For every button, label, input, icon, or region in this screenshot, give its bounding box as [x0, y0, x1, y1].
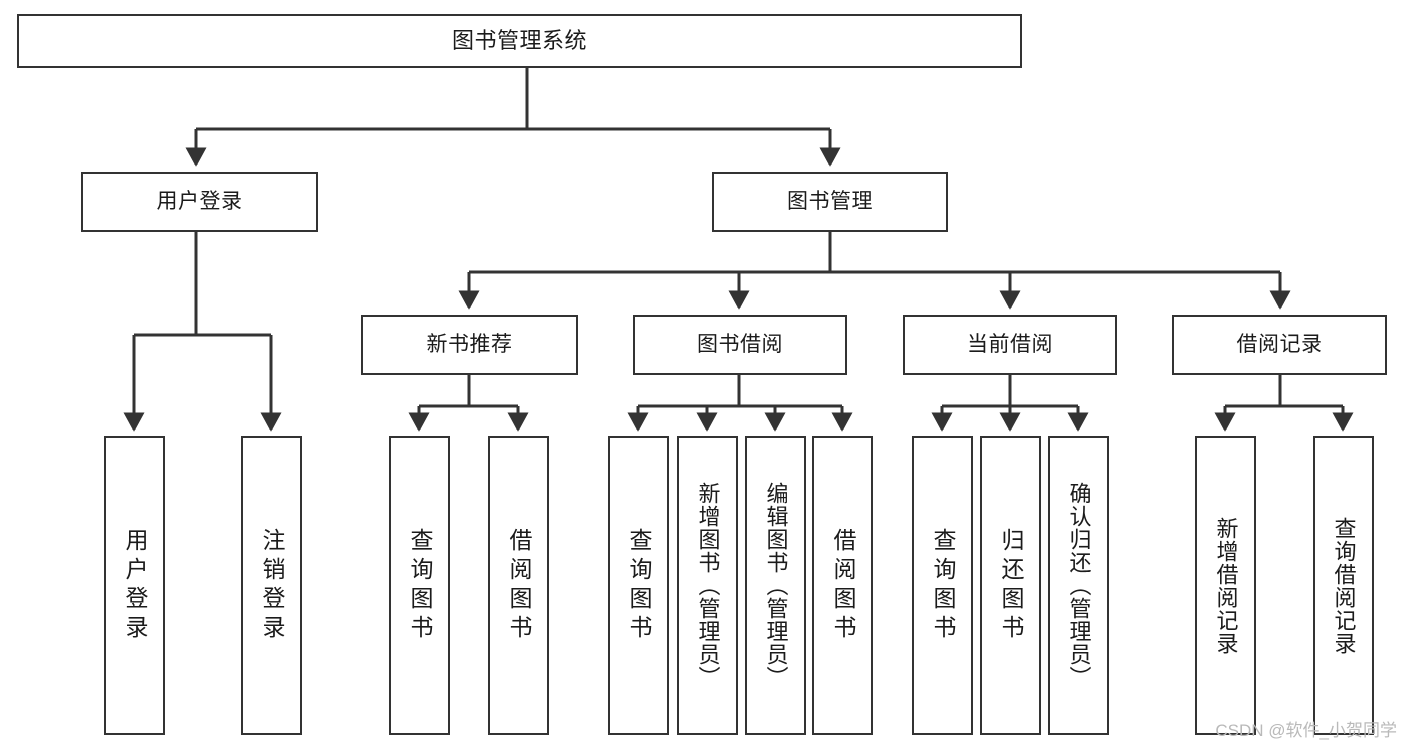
node-leaf-return-book[interactable]: 归还图书: [980, 436, 1041, 735]
node-leaf-borrow-book-2-label: 借阅图书: [830, 527, 856, 644]
node-leaf-query-book-3-label: 查询图书: [930, 527, 956, 644]
node-new-book-rec-label: 新书推荐: [426, 333, 513, 357]
node-book-borrow[interactable]: 图书借阅: [633, 315, 847, 375]
node-leaf-logout-login[interactable]: 注销登录: [241, 436, 302, 735]
node-borrow-record-label: 借阅记录: [1236, 333, 1323, 357]
node-leaf-borrow-book-1-label: 借阅图书: [506, 527, 532, 644]
node-leaf-return-book-label: 归还图书: [998, 527, 1024, 644]
watermark: CSDN @软件_小贺同学: [1215, 721, 1397, 740]
node-leaf-query-record-label: 查询借阅记录: [1331, 516, 1357, 655]
node-leaf-query-book-2[interactable]: 查询图书: [608, 436, 669, 735]
node-leaf-query-record[interactable]: 查询借阅记录: [1313, 436, 1374, 735]
node-borrow-record[interactable]: 借阅记录: [1172, 315, 1387, 375]
node-current-borrow[interactable]: 当前借阅: [903, 315, 1117, 375]
node-leaf-borrow-book-1[interactable]: 借阅图书: [488, 436, 549, 735]
node-user-login[interactable]: 用户登录: [81, 172, 318, 232]
node-leaf-query-book-2-label: 查询图书: [626, 527, 652, 644]
node-leaf-user-login[interactable]: 用户登录: [104, 436, 165, 735]
node-leaf-confirm-return-label: 确认归还（管理员）: [1066, 482, 1092, 689]
node-user-login-label: 用户登录: [156, 190, 243, 214]
node-new-book-rec[interactable]: 新书推荐: [361, 315, 578, 375]
node-book-manage-label: 图书管理: [787, 190, 873, 214]
node-leaf-query-book-1[interactable]: 查询图书: [389, 436, 450, 735]
node-book-borrow-label: 图书借阅: [697, 333, 783, 357]
node-leaf-add-book[interactable]: 新增图书（管理员）: [677, 436, 738, 735]
node-leaf-add-record-label: 新增借阅记录: [1213, 516, 1239, 655]
node-leaf-logout-login-label: 注销登录: [259, 527, 285, 644]
node-leaf-add-record[interactable]: 新增借阅记录: [1195, 436, 1256, 735]
node-leaf-edit-book[interactable]: 编辑图书（管理员）: [745, 436, 806, 735]
node-leaf-borrow-book-2[interactable]: 借阅图书: [812, 436, 873, 735]
node-book-manage[interactable]: 图书管理: [712, 172, 948, 232]
node-leaf-user-login-label: 用户登录: [122, 527, 148, 644]
node-root[interactable]: 图书管理系统: [17, 14, 1022, 68]
node-leaf-add-book-label: 新增图书（管理员）: [695, 482, 721, 689]
node-leaf-confirm-return[interactable]: 确认归还（管理员）: [1048, 436, 1109, 735]
node-leaf-edit-book-label: 编辑图书（管理员）: [763, 482, 789, 689]
node-root-label: 图书管理系统: [451, 27, 587, 53]
node-leaf-query-book-3[interactable]: 查询图书: [912, 436, 973, 735]
node-leaf-query-book-1-label: 查询图书: [407, 527, 433, 644]
node-current-borrow-label: 当前借阅: [967, 333, 1053, 357]
